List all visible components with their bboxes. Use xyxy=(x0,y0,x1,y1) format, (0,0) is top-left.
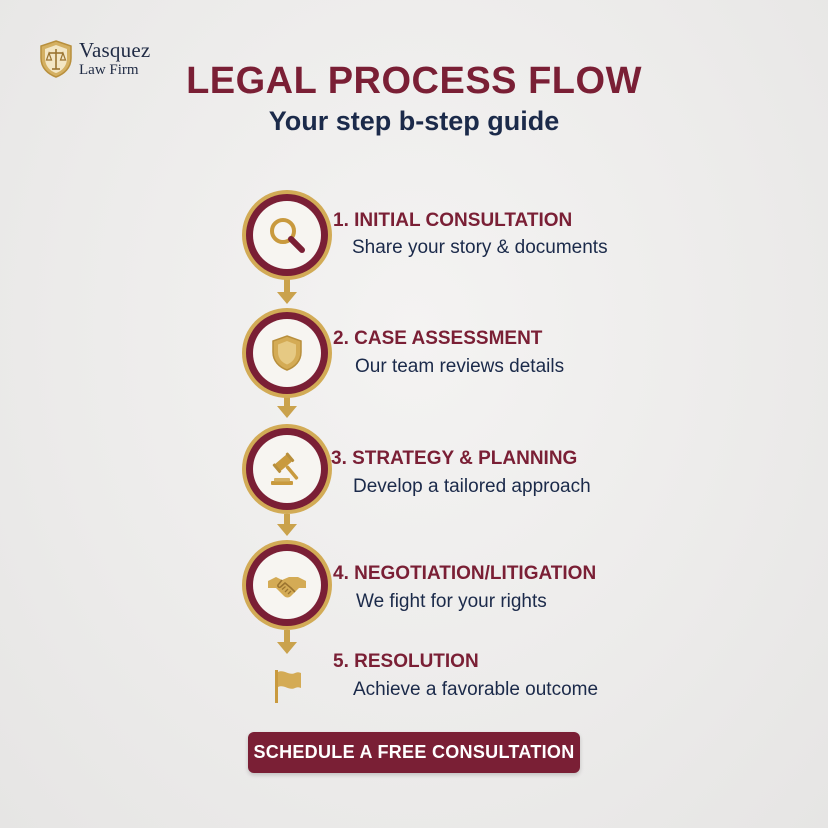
connector-line xyxy=(284,514,290,526)
step-4-badge xyxy=(242,540,332,630)
shield-icon xyxy=(272,335,302,371)
schedule-consultation-button[interactable]: SCHEDULE A FREE CONSULTATION xyxy=(248,732,580,773)
flag-icon xyxy=(275,670,301,703)
step-1-title: 1. INITIAL CONSULTATION xyxy=(333,210,573,231)
step-5-title: 5. RESOLUTION xyxy=(333,651,479,672)
connector-line xyxy=(284,276,290,296)
step-2-badge xyxy=(242,308,332,398)
brand-logo: Vasquez Law Firm xyxy=(39,40,150,78)
step-icon-holder xyxy=(253,551,321,619)
connector-line xyxy=(284,394,290,408)
step-1-badge xyxy=(242,190,332,280)
page-subtitle: Your step b-step guide xyxy=(268,106,560,136)
arrow-down-icon xyxy=(277,524,297,536)
brand-text: Vasquez Law Firm xyxy=(79,40,150,78)
arrow-down-icon xyxy=(277,292,297,304)
step-2-description: Our team reviews details xyxy=(355,356,565,377)
step-4-title: 4. NEGOTIATION/LITIGATION xyxy=(333,563,597,584)
step-icon-holder xyxy=(253,319,321,387)
arrow-down-icon xyxy=(277,642,297,654)
magnifying-glass-icon xyxy=(270,218,305,253)
step-1-description: Share your story & documents xyxy=(352,237,608,258)
step-icon-holder xyxy=(253,201,321,269)
step-3-description: Develop a tailored approach xyxy=(353,476,591,497)
handshake-icon xyxy=(268,577,306,598)
page-title: LEGAL PROCESS FLOW xyxy=(186,60,642,102)
step-3-badge xyxy=(242,424,332,514)
brand-subtitle: Law Firm xyxy=(79,62,139,78)
arrow-down-icon xyxy=(277,406,297,418)
gavel-icon xyxy=(271,452,299,485)
step-2-title: 2. CASE ASSESSMENT xyxy=(333,328,543,349)
connector-line xyxy=(284,630,290,644)
step-3-title: 3. STRATEGY & PLANNING xyxy=(331,448,578,469)
brand-name: Vasquez xyxy=(79,38,151,62)
step-icon-holder xyxy=(253,435,321,503)
scales-shield-icon xyxy=(40,40,72,78)
step-4-description: We fight for your rights xyxy=(356,591,547,612)
step-5-description: Achieve a favorable outcome xyxy=(353,679,599,700)
